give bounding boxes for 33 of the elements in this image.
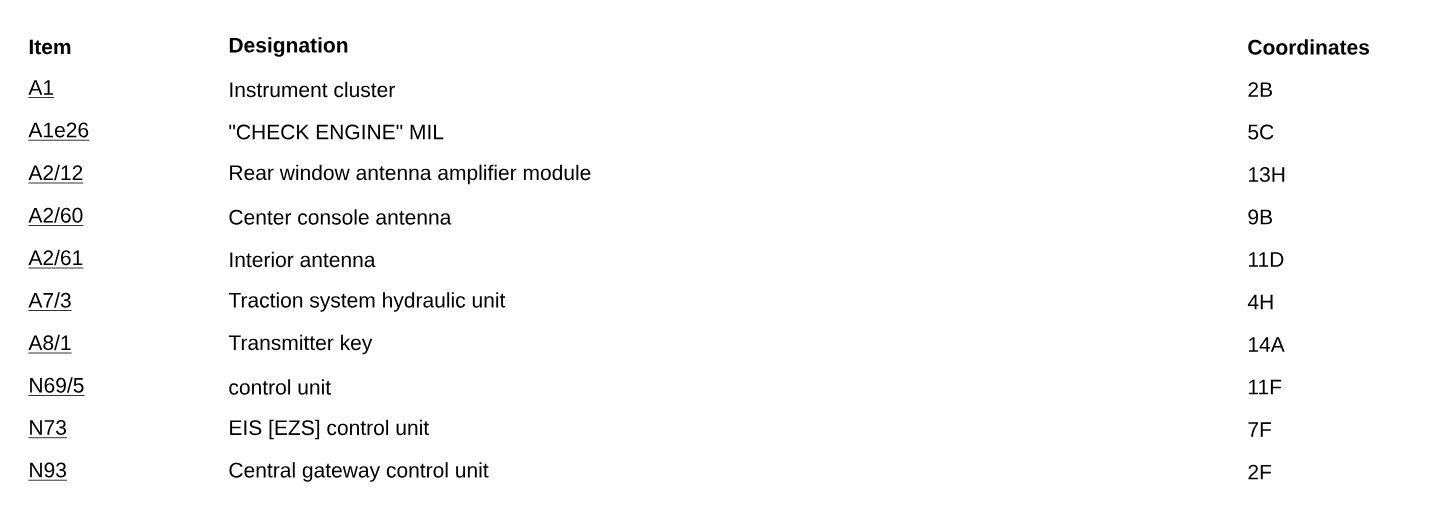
table-cell: 2F	[1248, 464, 1272, 480]
table-cell: 11F	[1249, 379, 1282, 395]
table-cell: 9B	[1248, 209, 1272, 225]
item-link: N73	[28, 420, 68, 439]
item-link: A2/60	[28, 207, 84, 226]
column-header: Item	[29, 39, 71, 55]
table-cell: Traction system hydraulic unit	[228, 292, 506, 312]
item-link: N69/5	[28, 377, 85, 396]
column-header: Coordinates	[1248, 39, 1370, 55]
table-cell: Instrument cluster	[230, 81, 395, 98]
item-link: A1e26	[28, 122, 90, 141]
table-cell: 11D	[1249, 252, 1284, 267]
column-header: Designation	[229, 37, 348, 57]
item-link: N93	[28, 462, 68, 481]
table-cell: Central gateway control unit	[229, 462, 489, 482]
table-cell: Center console antenna	[229, 209, 452, 225]
table-cell: 5C	[1248, 124, 1274, 140]
table-cell: EIS [EZS] control unit	[230, 419, 429, 440]
item-link: A7/3	[28, 292, 72, 311]
table-cell: Interior antenna	[230, 251, 376, 268]
table-cell: 7F	[1248, 422, 1272, 437]
table-cell: 2B	[1248, 82, 1272, 97]
item-link: A8/1	[28, 334, 72, 354]
item-link: A1	[28, 80, 55, 98]
table-cell: 13H	[1249, 167, 1285, 182]
table-cell: 14A	[1249, 337, 1285, 352]
item-link: A2/61	[28, 249, 84, 269]
table-cell: 4H	[1247, 294, 1273, 310]
table-cell: Transmitter key	[228, 334, 373, 355]
table-cell: "CHECK ENGINE" MIL	[229, 124, 444, 140]
table-cell: control unit	[229, 379, 331, 395]
table-cell: Rear window antenna amplifier module	[230, 164, 591, 185]
item-link: A2/12	[28, 164, 84, 184]
